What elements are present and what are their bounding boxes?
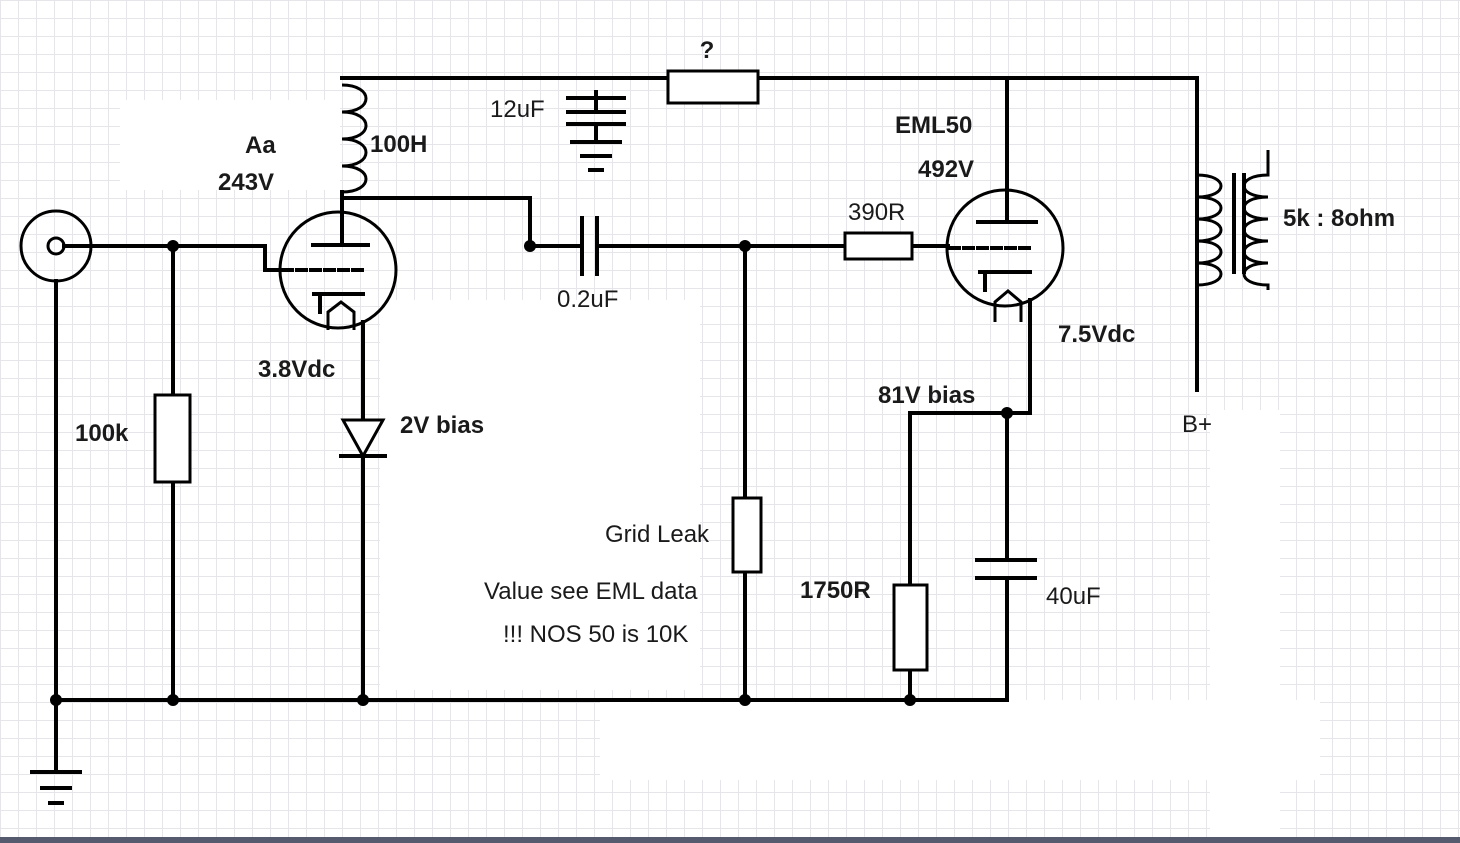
label-choke-100h: 100H bbox=[370, 131, 427, 158]
label-transformer: 5k : 8ohm bbox=[1283, 205, 1395, 232]
label-cap-12uf: 12uF bbox=[490, 96, 545, 123]
white-patch bbox=[600, 700, 1320, 780]
white-patch bbox=[380, 300, 700, 690]
tube-eml50 bbox=[945, 188, 1065, 322]
diode-2v bbox=[339, 418, 387, 460]
label-coupling-cap: 0.2uF bbox=[557, 286, 618, 313]
resistor-grid-leak bbox=[731, 496, 763, 574]
window-bottom-strip bbox=[0, 837, 1460, 843]
label-tube1-voltage: 243V bbox=[218, 169, 274, 196]
label-grid-leak-note2: !!! NOS 50 is 10K bbox=[503, 621, 688, 648]
wiring bbox=[54, 76, 1199, 772]
capacitor-12uf bbox=[566, 96, 626, 126]
resistor-1750r bbox=[892, 583, 929, 672]
label-tube2-name: EML50 bbox=[895, 112, 972, 139]
junction-dots bbox=[50, 240, 1013, 706]
label-cathode-resistor: 1750R bbox=[800, 577, 871, 604]
capacitor-40uf bbox=[975, 558, 1037, 580]
label-diode-bias: 2V bias bbox=[400, 412, 484, 439]
label-grid-leak-note1: Value see EML data bbox=[484, 578, 698, 605]
label-tube1-cathode: 3.8Vdc bbox=[258, 356, 335, 383]
coupling-capacitor bbox=[580, 216, 599, 276]
label-grid-stopper: 390R bbox=[848, 199, 905, 226]
resistor-unknown bbox=[666, 69, 760, 105]
resistor-100k bbox=[153, 393, 192, 484]
label-grid-leak: Grid Leak bbox=[605, 521, 710, 548]
resistor-390r bbox=[843, 231, 914, 261]
ground-symbol bbox=[30, 770, 82, 805]
label-unknown-resistor: ? bbox=[700, 37, 715, 64]
label-cathode-cap: 40uF bbox=[1046, 583, 1101, 610]
choke-100h bbox=[341, 83, 368, 194]
tube-aa bbox=[278, 210, 398, 330]
label-supply: B+ bbox=[1182, 411, 1212, 438]
ground-symbol bbox=[570, 140, 622, 172]
label-heater-voltage: 7.5Vdc bbox=[1058, 321, 1135, 348]
label-tube2-voltage: 492V bbox=[918, 156, 974, 183]
label-tube2-bias: 81V bias bbox=[878, 382, 975, 409]
label-input-resistor: 100k bbox=[75, 420, 129, 447]
white-patch bbox=[120, 100, 340, 190]
white-patch bbox=[1210, 410, 1280, 843]
output-transformer bbox=[1196, 150, 1270, 290]
label-tube1-name: Aa bbox=[245, 132, 276, 159]
